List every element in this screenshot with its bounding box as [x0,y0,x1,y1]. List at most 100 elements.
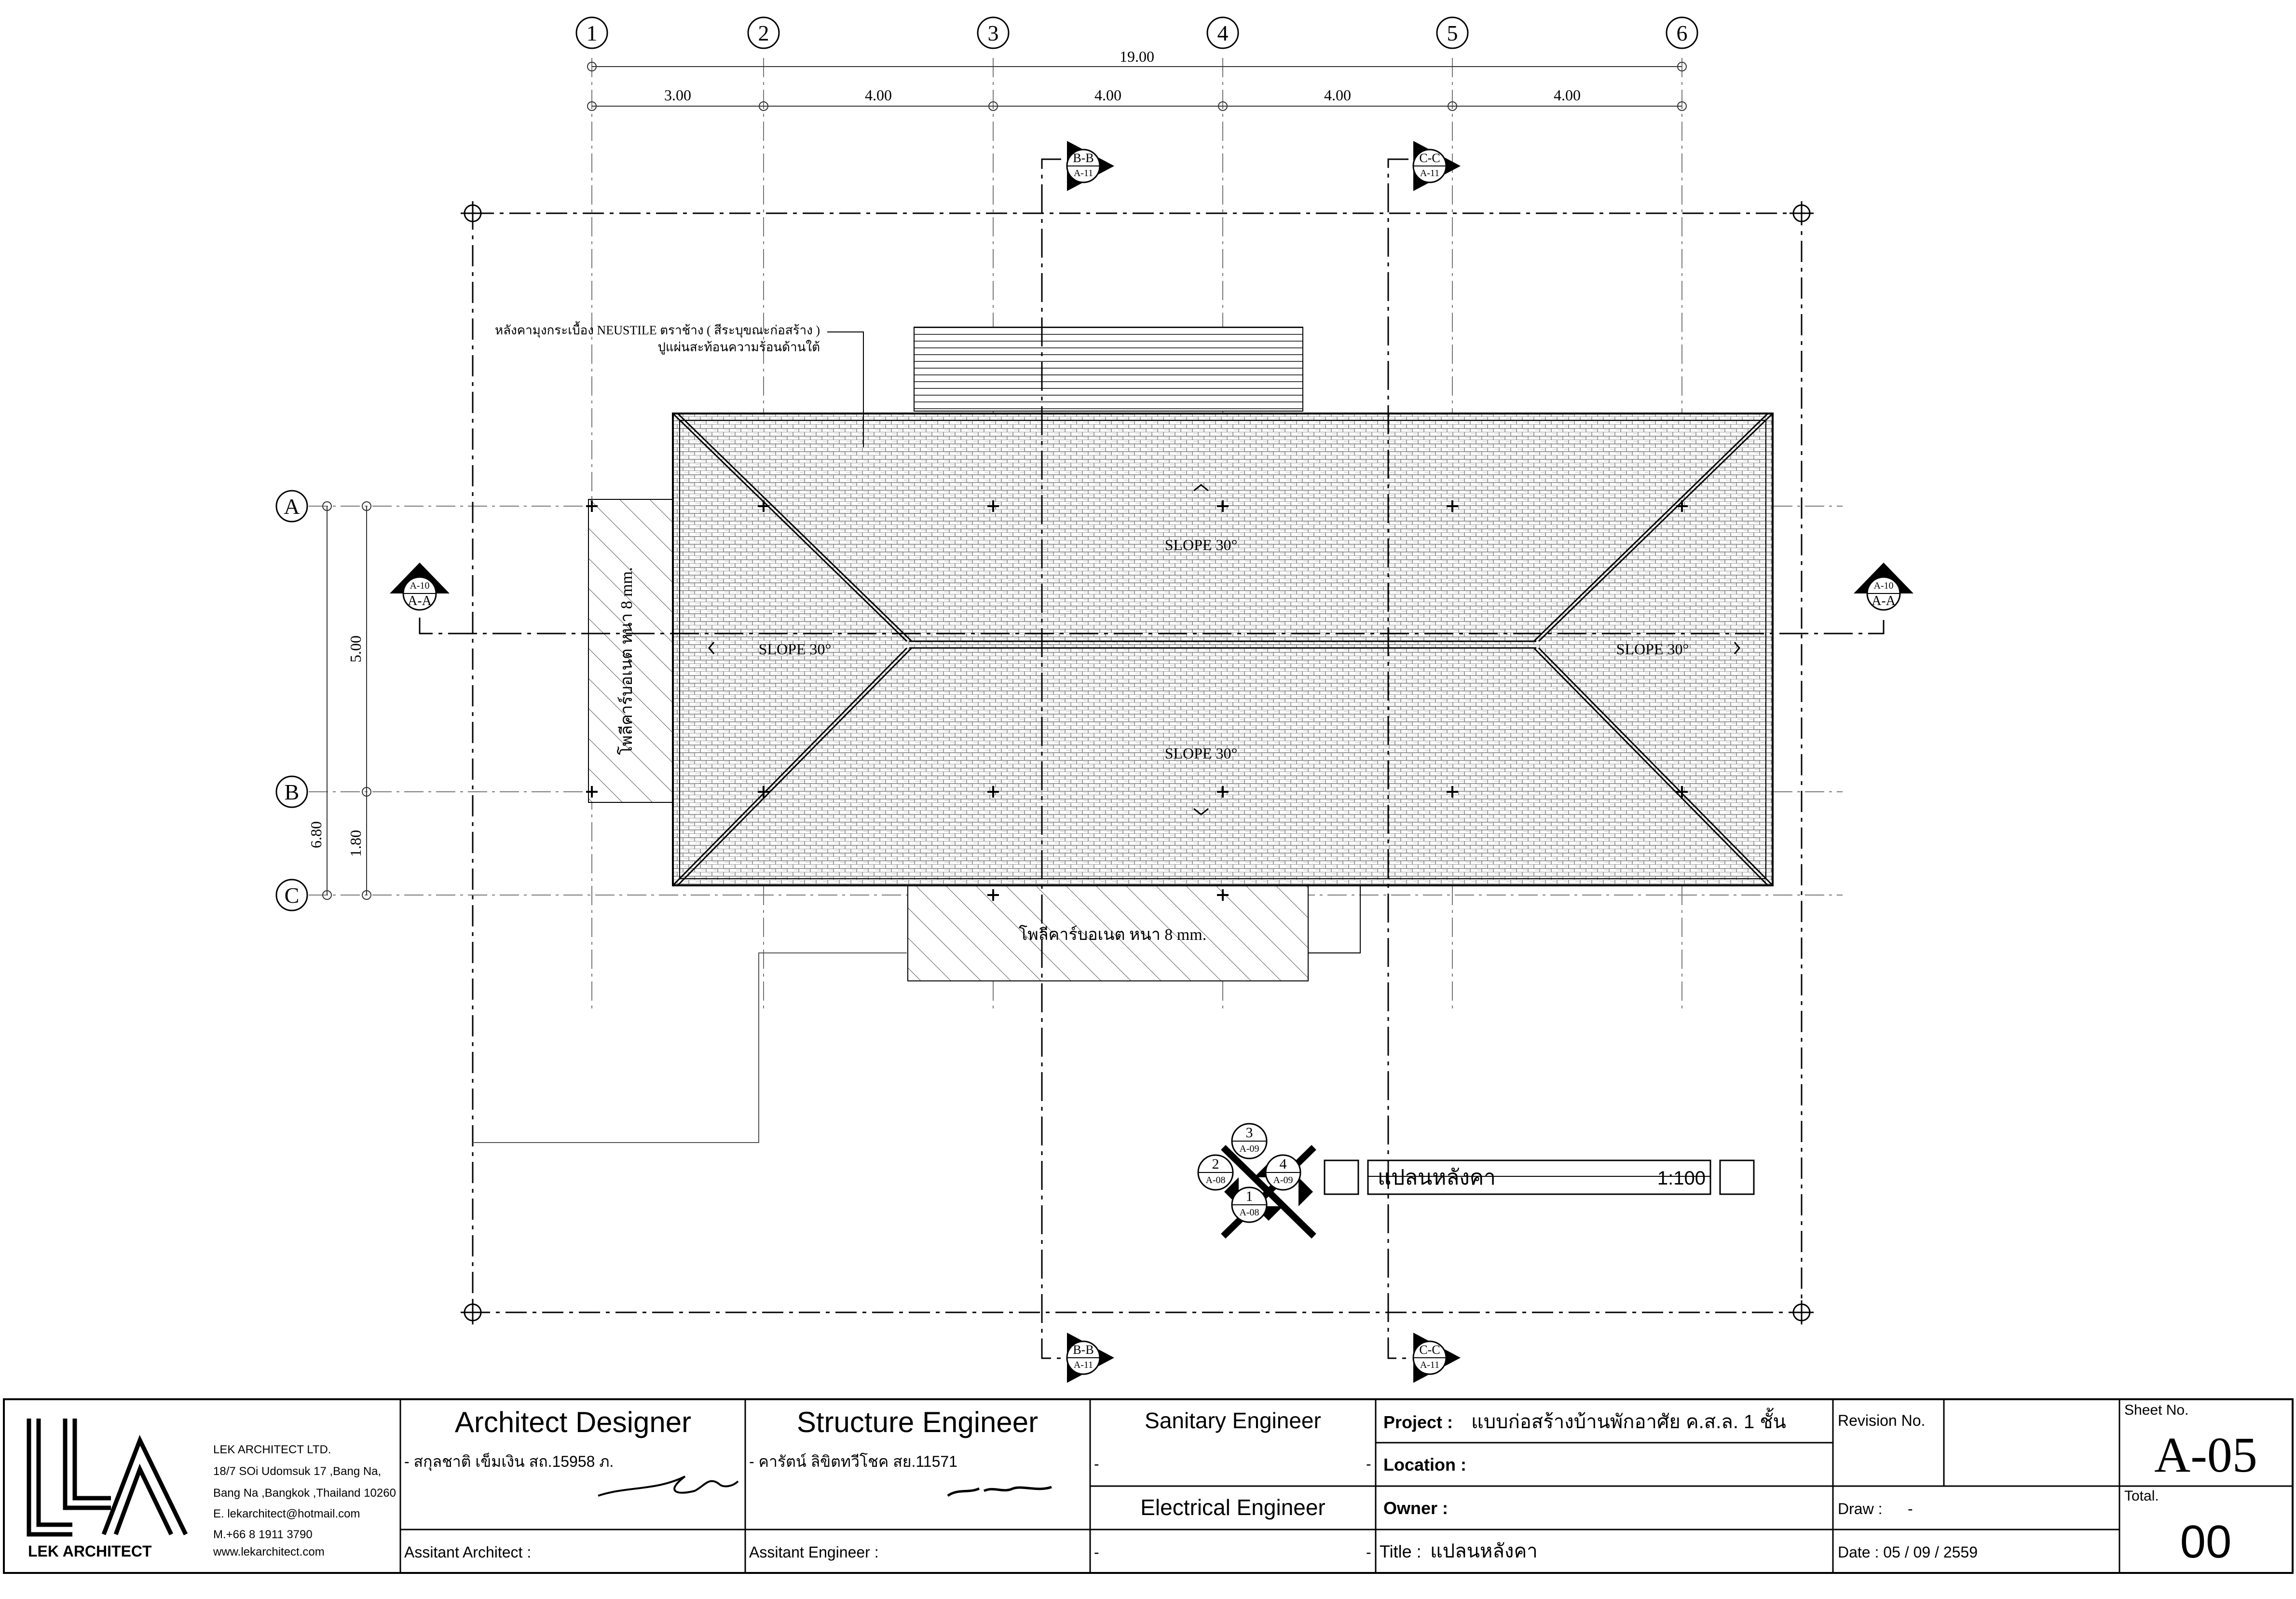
structure-name: - คารัตน์ ลิขิตทวีโชค สย.11571 [749,1453,957,1470]
location-label: Location : [1383,1455,1466,1475]
section-bb-label: B-B [1073,151,1093,165]
roof-material-note: หลังคามุงกระเบื้อง NEUSTILE ตราช้าง ( สี… [495,321,864,447]
site-outline [473,952,907,1143]
drawing-title-name: แปลนหลังคา [1378,1166,1496,1189]
sheet-number: A-05 [2154,1427,2257,1483]
grid-row-bubbles: A B C [275,490,308,911]
electrical-heading: Electrical Engineer [1140,1495,1326,1520]
elev-key-ref-north: A-09 [1239,1144,1259,1154]
grid-label-col-4: 4 [1217,21,1229,45]
slope-label-east: SLOPE 30° [1616,640,1689,658]
section-marker-aa-right: A-10 A-A [1854,563,1913,611]
section-aa-label-right: A-A [1872,593,1896,608]
grid-label-col-5: 5 [1447,21,1458,45]
project-name: แบบก่อสร้างบ้านพักอาศัย ค.ส.ล. 1 ชั้น [1471,1407,1786,1433]
revision-label: Revision No. [1838,1412,1925,1429]
total-label: Total. [2124,1488,2159,1504]
section-marker-aa-left: A-10 A-A [390,563,450,611]
drawing-title-scale: 1:100 [1657,1168,1706,1189]
grid-bubble-col-5: 5 [1436,16,1469,49]
section-aa-label-left: A-A [408,593,432,608]
grid-label-col-2: 2 [758,21,769,45]
polycarbonate-label-left: โพลีคาร์บอเนต หนา 8 mm. [617,567,636,755]
elev-key-num-east: 4 [1280,1156,1287,1172]
column-marks [586,500,1688,901]
grid-label-col-3: 3 [988,21,999,45]
grid-bubble-col-6: 6 [1666,16,1698,49]
section-cc-ref: A-11 [1420,168,1439,179]
elevation-key-icon: 3 A-09 2 A-08 4 A-09 1 A-08 [1197,1123,1316,1239]
polycarbonate-label-bottom: โพลีคาร์บอเนต หนา 8 mm. [1019,925,1206,944]
section-marker-bb-bottom: B-B A-11 [1066,1333,1114,1383]
elev-key-num-west: 2 [1212,1156,1219,1172]
section-cc-ref-bottom: A-11 [1420,1360,1439,1370]
roof-note-line-1: หลังคามุงกระเบื้อง NEUSTILE ตราช้าง ( สี… [495,321,820,338]
grid-label-col-1: 1 [587,21,598,45]
section-cc-label-bottom: C-C [1419,1343,1440,1357]
company-address-2: Bang Na ,Bangkok ,Thailand 10260 [213,1487,396,1500]
grid-bubble-col-4: 4 [1206,16,1239,49]
grid-bubble-row-b: B [275,775,308,808]
section-marker-cc-bottom: C-C A-11 [1412,1333,1461,1383]
structure-assistant: Assitant Engineer : [749,1544,879,1561]
section-marker-bb-top: B-B A-11 [1066,141,1114,191]
grid-label-col-6: 6 [1677,21,1688,45]
sheet-no-label: Sheet No. [2124,1402,2188,1418]
structure-heading: Structure Engineer [797,1406,1038,1438]
elev-key-num-north: 3 [1246,1125,1253,1141]
architect-assistant: Assitant Architect : [404,1544,531,1561]
elev-key-num-south: 1 [1246,1188,1253,1204]
elev-key-ref-south: A-08 [1239,1207,1259,1218]
company-logo-text: LEK ARCHITECT [28,1543,152,1560]
company-logo [27,1419,188,1537]
total-value: 00 [2180,1516,2232,1568]
title-block: LEK ARCHITECT LEK ARCHITECT LTD. 18/7 SO… [3,1398,2294,1574]
grid-bubble-col-2: 2 [747,16,780,49]
grid-bubble-row-c: C [275,879,308,911]
company-address-1: 18/7 SOi Udomsuk 17 ,Bang Na, [213,1465,381,1478]
section-marker-cc-top: C-C A-11 [1412,141,1461,191]
elev-key-ref-east: A-09 [1273,1175,1293,1185]
sheet-title: แปลนหลังคา [1430,1541,1538,1562]
section-bb-ref: A-11 [1074,168,1093,179]
slope-arrows [708,484,1740,815]
section-bb-ref-bottom: A-11 [1074,1360,1093,1370]
electrical-dash-left: - [1094,1544,1099,1561]
owner-label: Owner : [1383,1498,1448,1518]
sanitary-heading: Sanitary Engineer [1145,1408,1321,1433]
grid-column-bubbles: 1 2 3 4 5 6 [575,16,1698,49]
grid-label-row-b: B [285,780,300,804]
structure-signature [947,1486,1052,1497]
boundary-frame [461,201,1814,1324]
sanitary-dash-left: - [1094,1455,1099,1473]
slope-label-south: SLOPE 30° [1165,744,1238,762]
grid-bubble-col-1: 1 [575,16,608,49]
dim-bay-4: 4.00 [1324,86,1351,104]
dimensions-left [322,501,371,900]
sanitary-dash-right: - [1366,1455,1371,1473]
drawing-title-block: แปลนหลังคา 1:100 [1324,1159,1755,1195]
architect-heading: Architect Designer [455,1406,691,1438]
roof-polycarbonate-left [588,499,673,803]
grid-bubble-row-a: A [275,490,308,523]
ridge-vent-area [914,327,1303,412]
project-label: Project : [1383,1412,1453,1432]
section-cut-lines [419,158,1885,1359]
grid-label-row-c: C [285,883,300,908]
draw-label: Draw : [1838,1500,1882,1517]
company-name: LEK ARCHITECT LTD. [213,1443,331,1456]
dim-bay-2: 4.00 [865,86,892,104]
company-phone: M.+66 8 1911 3790 [213,1528,313,1541]
grid-bubble-col-3: 3 [977,16,1010,49]
draw-value: - [1908,1500,1913,1517]
slope-label-west: SLOPE 30° [759,640,832,658]
roof-note-line-2: ปูแผ่นสะท้อนความร้อนด้านใต้ [657,340,820,355]
section-aa-ref-left: A-10 [410,580,429,591]
dim-bay-3: 4.00 [1094,86,1121,104]
dim-row-total: 6.80 [307,821,325,848]
company-email: E. lekarchitect@hotmail.com [213,1507,360,1520]
architect-name: - สกุลชาติ เข็มเงิน สถ.15958 ภ. [404,1452,614,1471]
architect-signature [598,1475,739,1497]
grid-label-row-a: A [284,494,300,519]
